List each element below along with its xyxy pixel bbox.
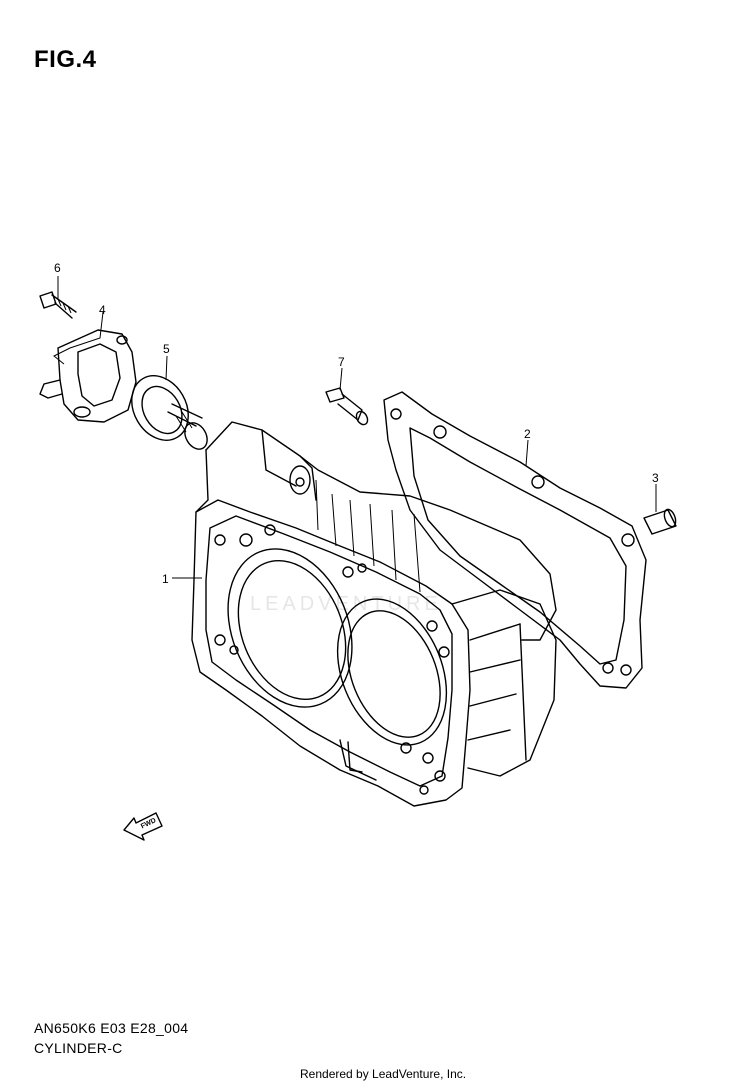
callout-1: 1	[162, 572, 169, 586]
figure-title: FIG.4	[34, 46, 97, 73]
watermark: LEADVENTURE	[250, 593, 442, 615]
fwd-arrow-icon: FWD	[123, 812, 163, 841]
thermostat-part[interactable]	[120, 366, 211, 454]
bolt-part[interactable]	[39, 291, 77, 319]
callout-4: 4	[99, 303, 106, 317]
callout-5: 5	[163, 342, 170, 356]
diagram-code: AN650K6 E03 E28_004	[34, 1020, 189, 1036]
callout-3: 3	[652, 471, 659, 485]
callout-2: 2	[524, 427, 531, 441]
footer-credit: Rendered by LeadVenture, Inc.	[300, 1067, 467, 1081]
callout-7: 7	[338, 355, 345, 369]
callout-6: 6	[54, 261, 61, 275]
callout-leaders	[53, 276, 657, 579]
gasket-part[interactable]	[383, 391, 647, 689]
fitting-part[interactable]	[325, 387, 370, 427]
cylinder-part[interactable]	[191, 421, 557, 807]
diagram-name: CYLINDER-C	[34, 1040, 123, 1056]
dowel-pin-part[interactable]	[643, 508, 678, 535]
thermostat-cover-part[interactable]	[39, 329, 137, 423]
